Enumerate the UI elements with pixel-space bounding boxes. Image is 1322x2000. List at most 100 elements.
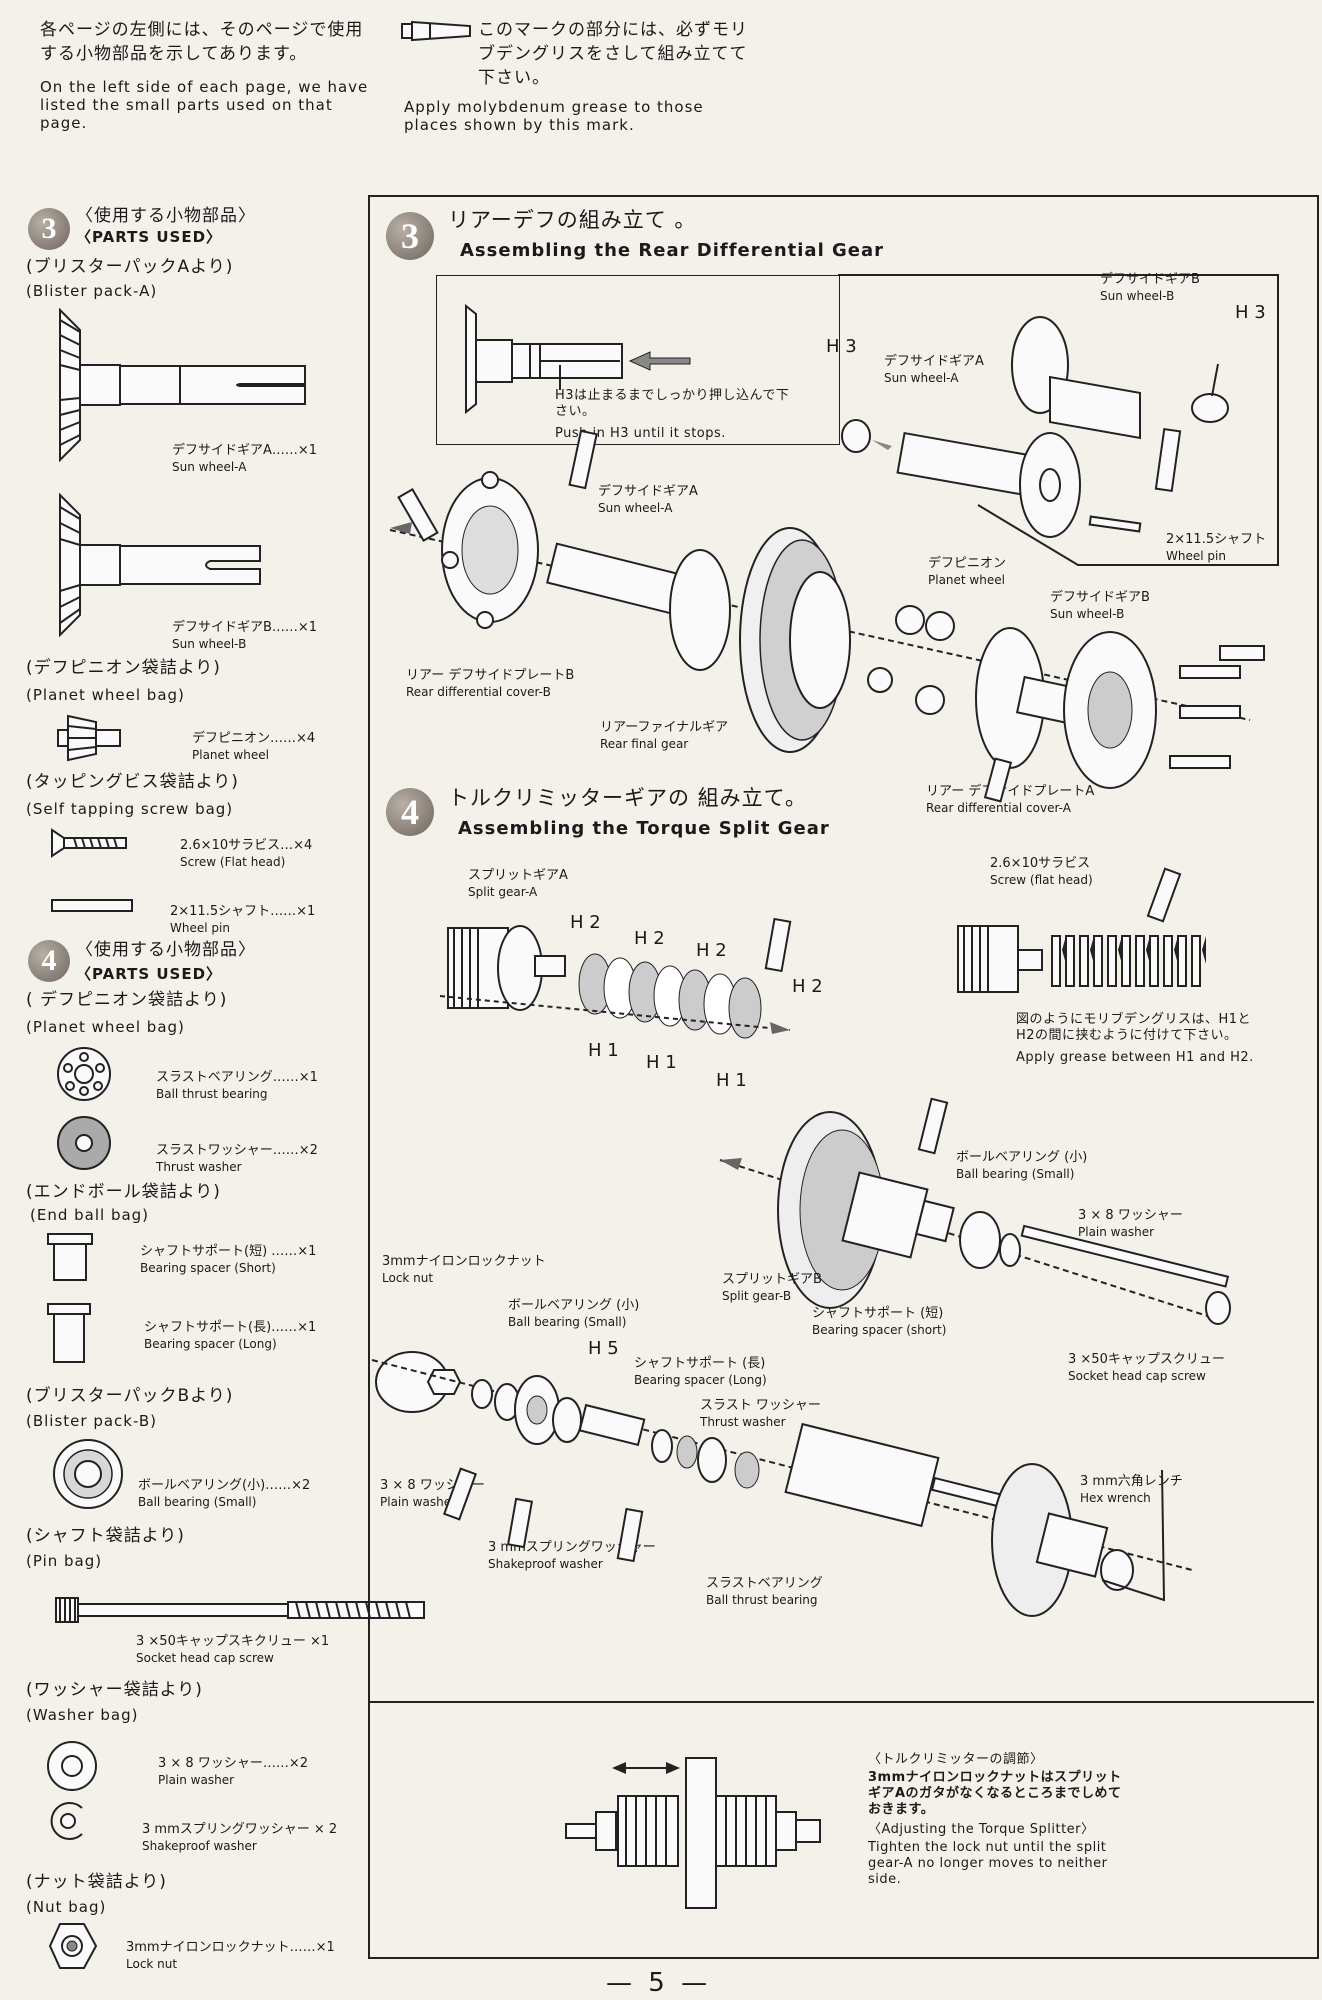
grease-tube-icon bbox=[401, 20, 471, 42]
parts4-bag5-jp: (ワッシャー袋詰より) bbox=[26, 1680, 203, 1700]
parts3-bag3-jp: (タッピングビス袋詰より) bbox=[26, 772, 239, 792]
parts4-bag2-en: (End ball bag) bbox=[30, 1206, 150, 1224]
parts4-title-en: 〈PARTS USED〉 bbox=[76, 965, 223, 983]
parts4-bag1-en: (Planet wheel bag) bbox=[26, 1018, 185, 1036]
header-right-en: Apply molybdenum grease to those places … bbox=[404, 98, 704, 134]
header-left-jp: 各ページの左側には、そのページで使用する小物部品を示してあります。 bbox=[40, 20, 364, 64]
grease-cross-section-drawing bbox=[957, 867, 1206, 993]
bearing-spacer-short-image bbox=[47, 1233, 93, 1281]
sun-wheel-assembly-drawing bbox=[841, 316, 1229, 538]
h3-label-a: H 3 bbox=[826, 336, 857, 357]
adjust-body-en: Tighten the lock nut until the split gea… bbox=[868, 1840, 1108, 1887]
rear-diff-exploded-drawing bbox=[389, 429, 1265, 803]
parts4-number: 4 bbox=[28, 940, 70, 982]
h2-label-d: H 2 bbox=[792, 976, 823, 997]
parts4-bag3-jp: (ブリスターパックBより) bbox=[26, 1386, 234, 1406]
parts4-bag4-jp: (シャフト袋詰より) bbox=[26, 1526, 185, 1546]
bearing-spacer-short-label: シャフトサポート (短)Bearing spacer (short) bbox=[812, 1306, 947, 1337]
parts3-bag1-en: (Blister pack-A) bbox=[26, 282, 158, 300]
sun-wheel-b-image bbox=[59, 492, 261, 638]
parts3-bag1-jp: (ブリスターパックAより) bbox=[26, 257, 234, 277]
ball-bearing-label: ボールベアリング (小)Ball bearing (Small) bbox=[956, 1150, 1088, 1181]
wheel-pin-image bbox=[51, 899, 133, 912]
step4-title-en: Assembling the Torque Split Gear bbox=[458, 818, 830, 839]
step3-upper-frame bbox=[838, 274, 1279, 566]
page-number: — 5 — bbox=[606, 1968, 712, 1998]
parts4-bag2-jp: (エンドボール袋詰より) bbox=[26, 1182, 221, 1202]
instruction-frame bbox=[368, 195, 1319, 1959]
parts4-bag6-en: (Nut bag) bbox=[26, 1898, 107, 1916]
step3-title-jp: リアーデフの組み立て 。 bbox=[448, 208, 697, 232]
grease-note-en: Apply grease between H1 and H2. bbox=[1016, 1050, 1254, 1065]
parts3-bag3-en: (Self tapping screw bag) bbox=[26, 800, 234, 818]
h3-label-b: H 3 bbox=[1235, 302, 1266, 323]
thrust-washer-image bbox=[57, 1116, 111, 1170]
parts4-bag6-jp: (ナット袋詰より) bbox=[26, 1872, 167, 1892]
step4-number: 4 bbox=[386, 788, 434, 836]
torque-splitter-assembly-drawing bbox=[371, 1351, 1193, 1617]
step4-title-jp: トルクリミッターギアの 組み立て。 bbox=[448, 786, 808, 810]
h1-label-a: H 1 bbox=[588, 1040, 619, 1061]
ball-bearing2-label: ボールベアリング (小)Ball bearing (Small) bbox=[508, 1298, 640, 1329]
parts3-bag2-jp: (デフピニオン袋詰より) bbox=[26, 658, 221, 678]
ball-bearing-image bbox=[53, 1439, 123, 1509]
ball-thrust-bearing-image bbox=[57, 1047, 111, 1101]
adjust-title-en: 〈Adjusting the Torque Splitter〉 bbox=[868, 1822, 1095, 1837]
split-gear-b-drawing bbox=[719, 1097, 1231, 1325]
inset-sun-wheel-image bbox=[465, 303, 691, 415]
h1-label-c: H 1 bbox=[716, 1070, 747, 1091]
shakeproof-washer-image bbox=[50, 1802, 83, 1840]
adjusted-splitter-drawing bbox=[565, 1757, 821, 1909]
bearing-spacer-long-label: シャフトサポート (長)Bearing spacer (Long) bbox=[634, 1356, 767, 1387]
split-gear-a-stack-drawing bbox=[439, 917, 792, 1039]
bearing-spacer-long-image bbox=[47, 1303, 91, 1363]
h5-label: H 5 bbox=[588, 1338, 619, 1359]
parts4-bag5-en: (Washer bag) bbox=[26, 1706, 139, 1724]
h1-label-b: H 1 bbox=[646, 1052, 677, 1073]
step3-title-en: Assembling the Rear Differential Gear bbox=[460, 240, 885, 261]
parts4-title-jp: 〈使用する小物部品〉 bbox=[76, 940, 256, 960]
header-right-jp: このマークの部分には、必ずモリブデングリスをさして組み立てて下さい。 bbox=[478, 20, 748, 88]
adjustment-separator bbox=[370, 1701, 1314, 1703]
parts4-bag3-en: (Blister pack-B) bbox=[26, 1412, 158, 1430]
parts4-bag1-jp: ( デフピニオン袋詰より) bbox=[26, 990, 228, 1010]
h2-label-b: H 2 bbox=[634, 928, 665, 949]
lock-nut-image bbox=[48, 1923, 98, 1969]
parts3-title-jp: 〈使用する小物部品〉 bbox=[76, 206, 256, 226]
parts3-number: 3 bbox=[28, 208, 70, 250]
parts4-bag4-en: (Pin bag) bbox=[26, 1552, 103, 1570]
h2-label-c: H 2 bbox=[696, 940, 727, 961]
planet-wheel-image bbox=[57, 714, 121, 762]
sun-wheel-a-image bbox=[59, 307, 306, 463]
grease-note-jp: 図のようにモリブデングリスは、H1とH2の間に挟むように付けて下さい。 bbox=[1016, 1012, 1252, 1043]
